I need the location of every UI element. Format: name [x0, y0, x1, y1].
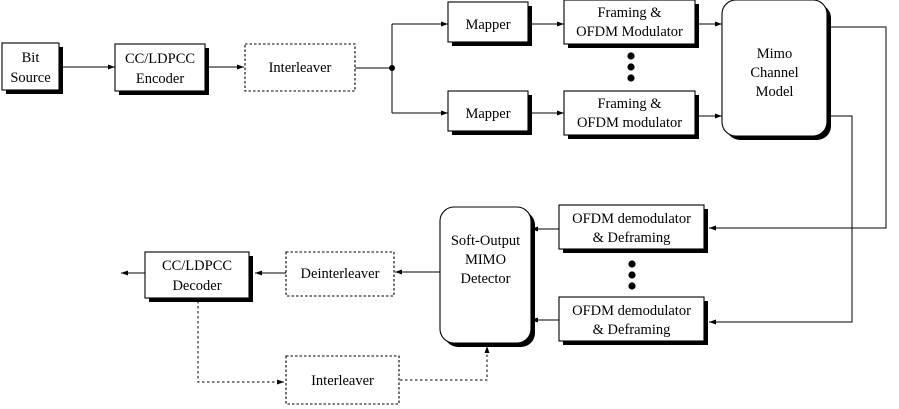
tx-interleaver-label: Interleaver: [269, 60, 332, 76]
decoder-label-line-1: CC/LDPCC: [162, 258, 232, 274]
rx-interleaver-block: Interleaver: [285, 355, 400, 405]
detector-label-line-3: Detector: [461, 271, 511, 287]
framing-ofdm-modulator-block-2: Framing & OFDM modulator: [563, 90, 699, 139]
mapper-block-1: Mapper: [447, 1, 532, 46]
mimo-channel-label-line-2: Channel: [750, 65, 798, 81]
detector-label-line-2: MIMO: [465, 252, 506, 268]
bit-source-block: Bit Source: [1, 42, 63, 94]
deinterleaver-label: Deinterleaver: [301, 266, 380, 282]
ofdm-demodulator-block-2: OFDM demodulator & Deframing: [558, 296, 708, 345]
ofdm-demodulator-block-1: OFDM demodulator & Deframing: [558, 204, 708, 253]
mimo-channel-model-block: Mimo Channel Model: [721, 0, 831, 140]
ofdm-demod-1-label-line-2: & Deframing: [593, 230, 671, 246]
mapper-2-label: Mapper: [465, 106, 510, 122]
connectors: [62, 21, 887, 385]
ofdm-demod-2-label-line-1: OFDM demodulator: [572, 303, 691, 319]
decoder-block: CC/LDPCC Decoder: [144, 251, 253, 302]
arrow-channel-to-demod-1: [709, 26, 887, 231]
mapper-block-2: Mapper: [447, 90, 532, 135]
soft-output-mimo-detector-block: Soft-Output MIMO Detector: [439, 206, 535, 347]
mimo-channel-label-line-1: Mimo: [757, 46, 792, 62]
tx-interleaver-block: Interleaver: [244, 43, 356, 92]
framing-2-label-line-2: OFDM modulator: [577, 115, 682, 131]
rx-branch-ellipsis: [628, 260, 636, 290]
arrow-decoder-to-interleaver-feedback: [197, 301, 284, 385]
encoder-label-line-1: CC/LDPCC: [125, 51, 195, 67]
ofdm-demod-2-label-line-2: & Deframing: [593, 322, 671, 338]
encoder-block: CC/LDPCC Encoder: [114, 43, 209, 95]
framing-2-label-line-1: Framing &: [597, 96, 662, 112]
bit-source-label-line-2: Source: [10, 70, 50, 86]
arrow-interleaver-to-detector-feedback: [400, 346, 490, 381]
framing-ofdm-modulator-block-1: Framing & OFDM Modulator: [563, 0, 699, 48]
detector-label-line-1: Soft-Output: [451, 233, 520, 249]
tx-branch-ellipsis: [627, 52, 635, 82]
decoder-label-line-2: Decoder: [172, 278, 221, 294]
encoder-label-line-2: Encoder: [136, 71, 184, 87]
deinterleaver-block: Deinterleaver: [285, 251, 395, 297]
rx-interleaver-label: Interleaver: [311, 373, 374, 389]
framing-1-label-line-1: Framing &: [597, 5, 662, 21]
bit-source-label-line-1: Bit: [22, 50, 40, 66]
split-junction-dot: [389, 65, 395, 71]
mimo-channel-label-line-3: Model: [756, 84, 794, 100]
arrow-channel-to-demod-2: [709, 115, 853, 325]
framing-1-label-line-2: OFDM Modulator: [576, 24, 683, 40]
mapper-1-label: Mapper: [465, 17, 510, 33]
ofdm-demod-1-label-line-1: OFDM demodulator: [572, 211, 691, 227]
